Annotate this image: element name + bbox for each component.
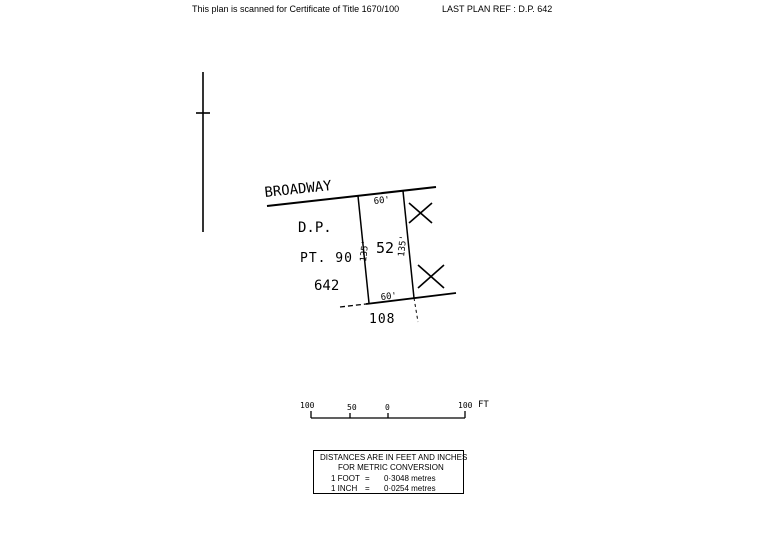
scale-label-0: 0 (385, 403, 390, 412)
side-boundary-dashed (413, 297, 419, 323)
rear-boundary-dashed (339, 303, 367, 308)
scale-label-50: 50 (347, 403, 357, 412)
legend-line-1: DISTANCES ARE IN FEET AND INCHES (320, 453, 468, 462)
lot-boundary (357, 190, 415, 304)
cross-mark-icon (417, 264, 445, 289)
foot-label: 1 FOOT (331, 474, 360, 483)
lot-number: 52 (376, 239, 394, 257)
rear-boundary-line (365, 292, 457, 305)
inch-label: 1 INCH (331, 484, 358, 493)
scale-bar (310, 411, 466, 419)
right-depth-dimension: 135' (397, 235, 409, 258)
adjacent-lot-label: PT. 90 (300, 251, 353, 266)
scale-unit: FT (478, 400, 489, 410)
bottom-frontage-dimension: 60' (380, 291, 397, 303)
foot-value: 0·3048 metres (384, 474, 436, 483)
lot-below-label: 108 (369, 312, 395, 327)
adjacent-plan-label: D.P. (298, 220, 332, 236)
adjacent-plan-number: 642 (314, 278, 339, 294)
inch-equals: = (365, 484, 370, 493)
legend-line-2: FOR METRIC CONVERSION (338, 463, 444, 472)
street-boundary-line (266, 186, 437, 207)
foot-equals: = (365, 474, 370, 483)
cross-mark-icon (408, 202, 433, 224)
left-depth-dimension: 135' (359, 240, 371, 263)
inch-value: 0·0254 metres (384, 484, 436, 493)
top-frontage-dimension: 60' (373, 195, 390, 207)
street-name: BROADWAY (264, 178, 333, 201)
conversion-legend: DISTANCES ARE IN FEET AND INCHES FOR MET… (313, 450, 468, 494)
scan-note: This plan is scanned for Certificate of … (192, 4, 400, 14)
scale-label-100-left: 100 (300, 401, 315, 410)
last-plan-reference: LAST PLAN REF : D.P. 642 (442, 4, 553, 14)
north-arrow-icon (196, 72, 210, 232)
scale-label-100-right: 100 (458, 401, 473, 410)
